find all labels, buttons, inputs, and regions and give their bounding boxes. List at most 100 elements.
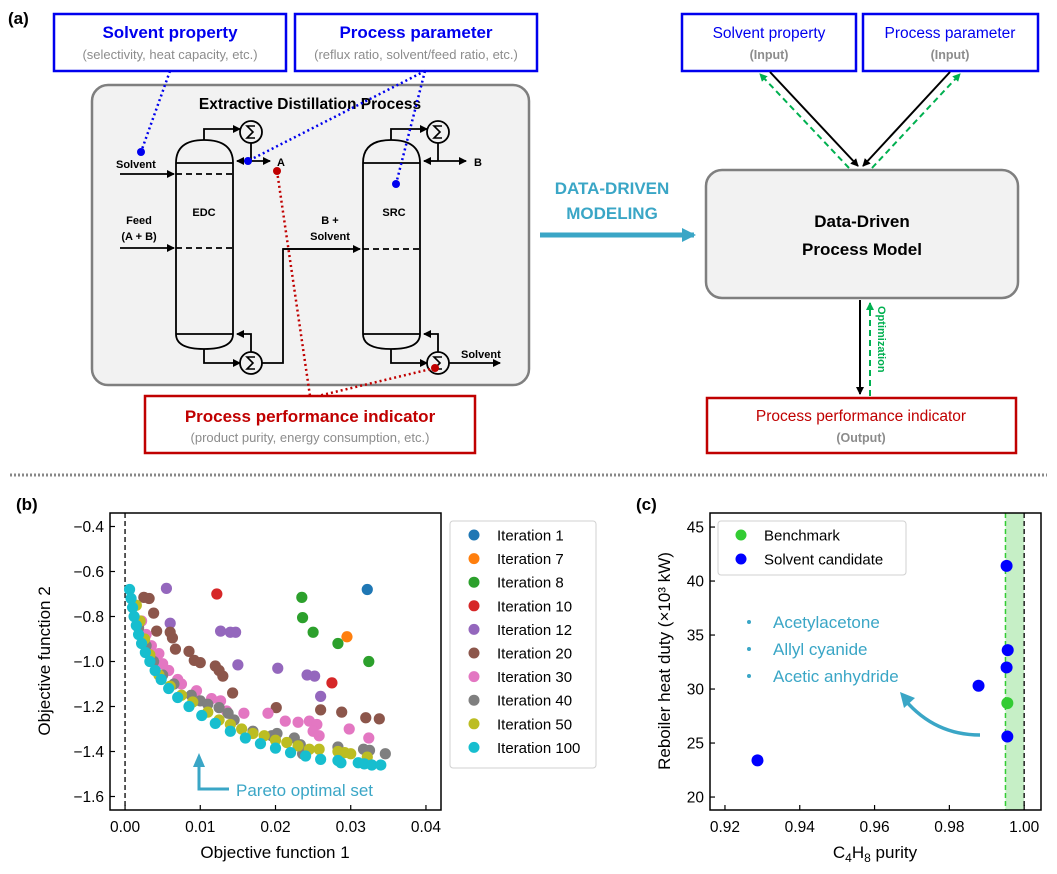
y-tick-label: −1.2 [73,699,104,716]
mid-stream-label-line2: Solvent [310,231,350,243]
x-tick-label: 0.04 [411,819,442,836]
src-label: SRC [382,207,405,219]
legend-marker [468,671,480,683]
legend-label: Iteration 1 [497,528,564,545]
candidate-arrow-head [900,692,915,708]
data-point-iteration-50 [345,748,357,760]
pareto-arrow-head [193,753,205,767]
list-bullet [747,647,751,651]
purity-marker [273,167,281,175]
y-tick-label: 45 [687,520,704,537]
input-box-solvent-property: Solvent property (Input) [680,12,858,73]
solvent-property-title: Solvent property [102,23,238,42]
data-point-iteration-100 [284,747,297,759]
model-box-line2: Process Model [802,240,922,259]
data-point-iteration-12 [160,582,173,594]
energy-marker [431,364,439,372]
legend-marker [735,553,747,565]
process-title: Extractive Distillation Process [199,96,421,113]
data-point-iteration-8 [296,591,308,603]
legend-label: Iteration 50 [497,716,572,733]
legend-marker [468,529,480,541]
output-box-title: Process performance indicator [756,408,966,425]
data-point-iteration-20 [315,704,327,716]
data-point-iteration-12 [232,659,244,671]
data-point-iteration-100 [126,601,139,614]
legend-label: Iteration 20 [497,646,572,663]
solvent-property-box: Solvent property (selectivity, heat capa… [52,12,288,73]
optimization-label: Optimization [875,306,887,373]
data-point-iteration-7 [341,631,353,643]
chart-c-plot-area [751,559,1014,767]
data-point-iteration-100 [163,682,175,695]
data-point-iteration-12 [214,625,227,637]
data-point-iteration-12 [315,690,327,702]
input-box-2-title: Process parameter [885,25,1016,42]
data-point-iteration-10 [211,588,223,600]
y-tick-label: 20 [687,790,705,807]
data-point-solvent-candidate [1001,730,1014,743]
candidate-arrow [903,698,981,737]
chart-b-y-ticks: −0.4−0.6−0.8−1.0−1.2−1.4−1.6 [73,519,115,806]
list-bullet [747,674,751,678]
data-point-iteration-8 [296,612,309,624]
data-point-solvent-candidate [1001,644,1014,657]
chart-c-x-label: C4H8 purity [833,843,918,865]
data-point-iteration-100 [139,646,151,659]
data-point-iteration-100 [224,725,236,737]
panel-a: (a) Solvent property (selectivity, heat … [8,9,1040,455]
data-point-solvent-candidate [972,679,985,692]
mid-stream-label-line1: B + [321,215,338,227]
data-point-iteration-20 [151,625,163,637]
data-point-iteration-40 [379,748,391,760]
legend-marker [468,718,480,730]
product-a-label: A [277,157,285,169]
chart-c-legend [717,520,907,576]
panel-c-label: (c) [636,495,657,514]
purity-spec-band [1005,513,1025,810]
chart-c-shaded-band [1004,513,1025,810]
legend-label: Iteration 10 [497,598,572,615]
blue-dotted-connectors [139,69,427,185]
legend-marker [468,553,480,565]
data-point-iteration-100 [132,628,145,641]
data-point-iteration-100 [135,637,148,650]
data-point-iteration-20 [227,687,239,699]
data-point-iteration-100 [335,757,347,769]
panel-a-label: (a) [8,9,29,28]
data-point-iteration-100 [149,664,161,677]
pareto-annotation: Pareto optimal set [236,781,373,800]
pareto-arrow [197,764,229,791]
data-point-iteration-20 [336,706,348,718]
legend-label: Solvent candidate [764,552,883,569]
data-point-iteration-50 [236,723,248,735]
panel-b-label: (b) [16,495,38,514]
solvent-in-label: Solvent [116,159,156,171]
x-tick-label: 0.98 [934,819,964,836]
data-driven-label-line1: DATA-DRIVEN [555,179,670,198]
data-point-iteration-30 [279,715,291,727]
process-parameter-title: Process parameter [339,23,492,42]
solvent-name: Acetylacetone [773,613,880,632]
data-point-iteration-20 [360,712,372,724]
data-point-iteration-30 [238,707,250,719]
legend-label: Iteration 12 [497,622,572,639]
y-tick-label: −1.0 [73,654,104,671]
legend-marker [468,623,480,635]
y-tick-label: −0.6 [73,564,104,581]
data-point-iteration-12 [164,617,176,629]
data-point-iteration-8 [332,637,344,650]
data-driven-label-line2: MODELING [566,204,658,223]
x-tick-label: 0.94 [785,819,816,836]
legend-marker [468,694,480,706]
chart-b-x-label: Objective function 1 [200,843,349,862]
data-point-iteration-50 [269,734,282,746]
data-point-iteration-12 [230,626,242,638]
data-point-iteration-50 [292,740,304,752]
input-box-2-subtitle: (Input) [931,48,970,62]
data-point-iteration-100 [125,592,137,605]
